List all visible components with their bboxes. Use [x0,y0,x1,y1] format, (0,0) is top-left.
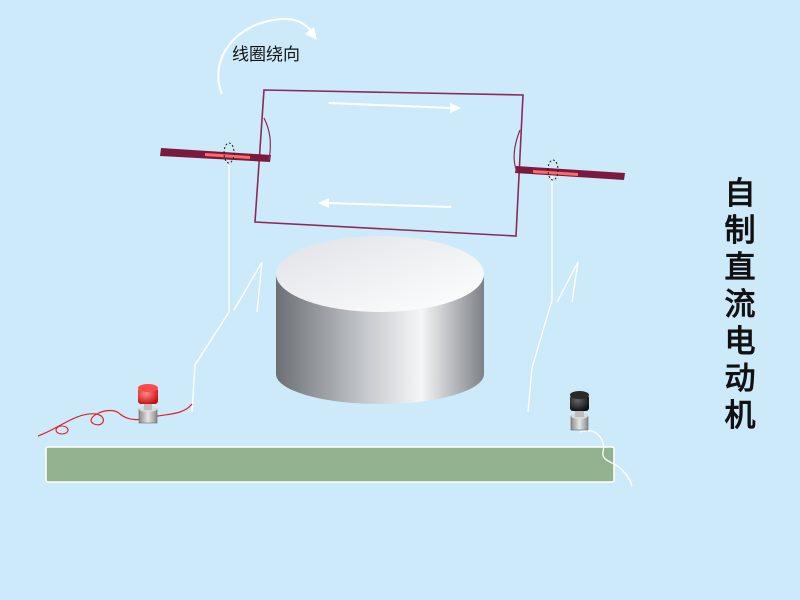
terminal-red [138,384,158,424]
support-wires [191,165,633,487]
rotation-arrow [217,17,317,95]
title-char-7: 机 [724,398,756,434]
left-axle [160,117,271,164]
right-axle [513,129,625,181]
base-board [45,446,615,483]
magnet-cylinder [276,236,484,404]
current-arrow-bottom [318,198,452,208]
current-arrow-top [328,102,461,113]
title-char-2: 制 [724,213,756,249]
terminal-black [570,391,589,431]
lead-wire-red [37,403,193,437]
vertical-title: 自 制 直 流 电 动 机 [718,176,762,435]
coil-direction-label: 线圈绕向 [232,45,300,65]
title-char-6: 动 [724,361,756,397]
lead-wire-red-loop [55,425,69,435]
title-char-1: 自 [724,176,756,212]
title-char-3: 直 [724,250,756,286]
coil-frame [254,89,524,237]
title-char-4: 流 [724,287,756,323]
title-char-5: 电 [724,324,756,360]
